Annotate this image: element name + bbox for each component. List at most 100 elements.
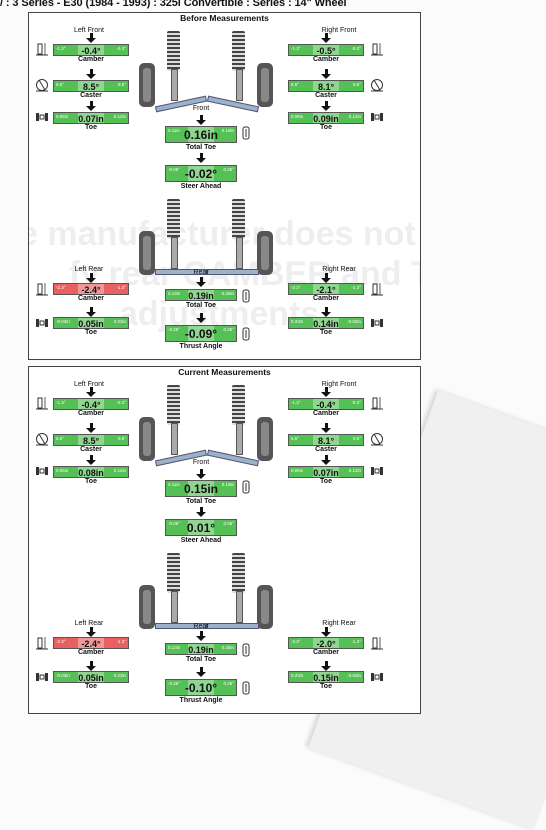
right-rear-camber-label: Camber: [312, 649, 340, 656]
right-front-caster-bar: 6.5°9.5°8.1°: [288, 434, 364, 446]
bar-min-value: -1.3°: [56, 46, 66, 51]
front-total-toe-label: Total Toe: [185, 498, 217, 505]
left-front-caster-icon: [36, 79, 48, 92]
bar-measured-value: 0.19in: [188, 291, 214, 301]
right-tire: [257, 231, 273, 275]
arrow-head: [321, 312, 331, 317]
bar-measured-value: -0.4°: [81, 400, 101, 410]
target-range-band: [188, 680, 214, 695]
right-front-label: Right Front: [321, 27, 357, 34]
bar-max-value: 9.5°: [352, 82, 361, 87]
left-strut: [171, 423, 178, 455]
bar-min-value: 0.06in: [291, 114, 304, 119]
bar-min-value: 0.23in: [291, 319, 304, 324]
arrow-stem: [325, 69, 328, 75]
arrow-head: [321, 278, 331, 283]
arrow-head: [321, 428, 331, 433]
arrow-stem: [325, 423, 328, 429]
thrust-angle-label: Thrust Angle: [179, 697, 223, 704]
target-range-band: [312, 435, 340, 445]
arrow-stem: [90, 455, 93, 461]
bar-measured-value: 0.07in: [313, 468, 339, 478]
lower-arm-right: [207, 623, 259, 629]
bar-max-value: 0.25in: [221, 645, 234, 650]
left-tire: [139, 231, 155, 275]
right-rear-camber-bar: -2.3°-1.3°-2.0°: [288, 637, 364, 649]
bar-min-value: 0.13in: [168, 291, 181, 296]
left-rear-toe-icon: [36, 673, 48, 681]
left-front-label: Left Front: [74, 27, 104, 34]
arrow-head: [86, 106, 96, 111]
right-front-caster-icon: [371, 79, 383, 92]
arrow-stem: [325, 455, 328, 461]
bar-measured-value: -0.4°: [81, 46, 101, 56]
bar-max-value: 0.23in: [113, 673, 126, 678]
bar-min-value: 0.06in: [56, 114, 69, 119]
left-front-toe-label: Toe: [85, 478, 97, 485]
bar-measured-value: 0.16in: [183, 128, 219, 142]
arrow-stem: [90, 69, 93, 75]
rear-total-toe-label: Total Toe: [185, 302, 217, 309]
bar-min-value: 6.5°: [56, 436, 65, 441]
target-range-band: [312, 113, 340, 123]
bar-measured-value: 8.5°: [82, 82, 100, 92]
target-range-band: [188, 520, 214, 535]
bar-max-value: -0.03in: [347, 673, 361, 678]
steer-ahead-label: Steer Ahead: [180, 183, 222, 190]
bar-measured-value: 8.1°: [317, 82, 335, 92]
right-rear-toe-icon: [371, 673, 383, 681]
left-front-toe-icon: [36, 113, 48, 121]
left-rear-label: Left Rear: [74, 266, 104, 273]
left-spring: [167, 553, 180, 593]
bar-max-value: 0.19in: [221, 482, 234, 487]
bar-min-value: -0.25°: [168, 681, 181, 686]
left-front-caster-bar: 6.5°9.5°8.5°: [53, 434, 129, 446]
arrow-head: [196, 474, 206, 479]
target-range-band: [312, 45, 340, 55]
bar-min-value: -2.3°: [291, 639, 301, 644]
target-range-band: [77, 435, 105, 445]
right-front-camber-label: Camber: [312, 56, 340, 63]
left-front-caster-icon: [36, 433, 48, 446]
bar-min-value: 6.5°: [56, 82, 65, 87]
left-rear-camber-bar: -2.3°-1.3°-2.4°: [53, 283, 129, 295]
left-spring: [167, 199, 180, 239]
bar-min-value: -0.03in: [56, 319, 70, 324]
bar-min-value: -0.05°: [168, 167, 181, 172]
right-rear-camber-icon: [371, 283, 383, 296]
target-range-band: [188, 644, 214, 654]
arrow-head: [86, 428, 96, 433]
bar-max-value: -0.03in: [347, 319, 361, 324]
arrow-stem: [200, 313, 203, 319]
steer-ahead-label: Steer Ahead: [180, 537, 222, 544]
front-suspension-diagram: [139, 31, 273, 131]
front-axle-label: Front: [192, 105, 210, 112]
arrow-stem: [325, 307, 328, 313]
arrow-stem: [90, 387, 93, 393]
right-strut: [236, 69, 243, 101]
right-front-toe-icon: [371, 467, 383, 475]
right-strut: [236, 237, 243, 269]
arrow-head: [86, 38, 96, 43]
left-rear-toe-label: Toe: [85, 329, 97, 336]
thrust-angle-icon: [242, 681, 250, 695]
right-spring: [232, 553, 245, 593]
bar-min-value: 0.06in: [56, 468, 69, 473]
arrow-head: [86, 74, 96, 79]
right-rear-label: Right Rear: [322, 266, 356, 273]
right-front-camber-label: Camber: [312, 410, 340, 417]
arrow-stem: [90, 101, 93, 107]
target-range-band: [77, 45, 105, 55]
bar-min-value: 0.11in: [168, 482, 180, 487]
bar-measured-value: 0.05in: [78, 319, 104, 329]
bar-max-value: 0.12in: [113, 468, 126, 473]
left-front-camber-label: Camber: [77, 56, 105, 63]
left-front-camber-bar: -1.3°-0.3°-0.4°: [53, 398, 129, 410]
right-front-label: Right Front: [321, 381, 357, 388]
watermark-text: e manufacturer does not: [28, 215, 416, 253]
target-range-band: [312, 81, 340, 91]
front-total-toe-icon: [242, 126, 250, 140]
